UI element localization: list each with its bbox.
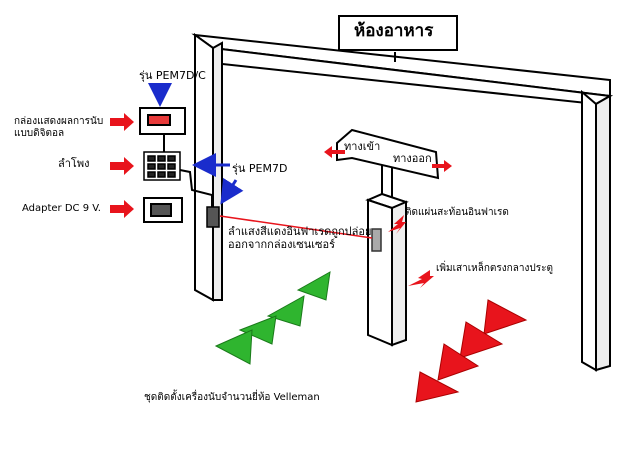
arrow-reflector bbox=[388, 215, 406, 234]
top-sign-text: ห้องอาหาร bbox=[354, 21, 434, 41]
arrow-post bbox=[408, 270, 434, 288]
entry-arrows bbox=[214, 271, 331, 365]
exit-arrow-2 bbox=[459, 321, 504, 359]
red-pointer-arrows bbox=[110, 113, 452, 288]
arrow-adapter bbox=[110, 200, 134, 218]
speaker-label: ลำโพง bbox=[58, 157, 90, 170]
caption: ชุดติดตั้งเครื่องนับจำนวนยี่ห้อ Velleman bbox=[144, 392, 320, 403]
entry-arrow-4 bbox=[214, 329, 253, 365]
top-sign-post bbox=[338, 15, 458, 62]
adapter bbox=[143, 197, 183, 223]
arrow-display bbox=[110, 113, 134, 131]
reflector-plate bbox=[371, 228, 382, 252]
cable bbox=[179, 169, 213, 207]
beam-label-line2: ออกจากกล่องเซนเซอร์ bbox=[228, 237, 336, 251]
sensor-box bbox=[206, 206, 220, 228]
arrow-sign-right bbox=[432, 160, 452, 172]
sign-right-text: ทางออก bbox=[393, 152, 432, 165]
arrow-sign-left bbox=[324, 146, 345, 158]
entry-arrow-2 bbox=[266, 295, 305, 327]
beam-label: ลำแสงสีแดงอินฟาเรดถูกปล่อย ออกจากกล่องเซ… bbox=[228, 225, 372, 251]
reflector-label: ติดแผ่นสะท้อนอินฟาเรด bbox=[405, 207, 509, 218]
infrared-beam bbox=[219, 215, 373, 239]
beam-label-line1: ลำแสงสีแดงอินฟาเรดถูกปล่อย bbox=[228, 225, 372, 238]
model-sensor-label: รุ่น PEM7D bbox=[232, 162, 288, 175]
add-post-label: เพิ่มเสาเหล็กตรงกลางประตู bbox=[436, 263, 553, 274]
display-box-label-line2: แบบดิจิตอล bbox=[14, 127, 65, 139]
adapter-label: Adapter DC 9 V. bbox=[22, 203, 101, 214]
exit-arrows bbox=[415, 299, 528, 403]
display-box bbox=[139, 107, 186, 135]
model-top-label: รุ่น PEM7D/C bbox=[139, 69, 206, 82]
entry-arrow-3 bbox=[238, 315, 277, 345]
direction-sign bbox=[336, 128, 440, 180]
display-box-label: กล่องแสดงผลการนับ แบบดิจิตอล bbox=[14, 116, 103, 139]
arrow-speaker bbox=[110, 157, 134, 175]
exit-arrow-1 bbox=[483, 299, 528, 335]
blue-arrow-sensor bbox=[220, 177, 244, 205]
entry-arrow-1 bbox=[296, 271, 331, 301]
exit-arrow-4 bbox=[415, 371, 460, 403]
display-box-label-line1: กล่องแสดงผลการนับ bbox=[14, 116, 104, 127]
speaker-keypad bbox=[143, 151, 181, 181]
exit-arrow-3 bbox=[437, 343, 480, 381]
sign-left-text: ทางเข้า bbox=[344, 140, 381, 153]
